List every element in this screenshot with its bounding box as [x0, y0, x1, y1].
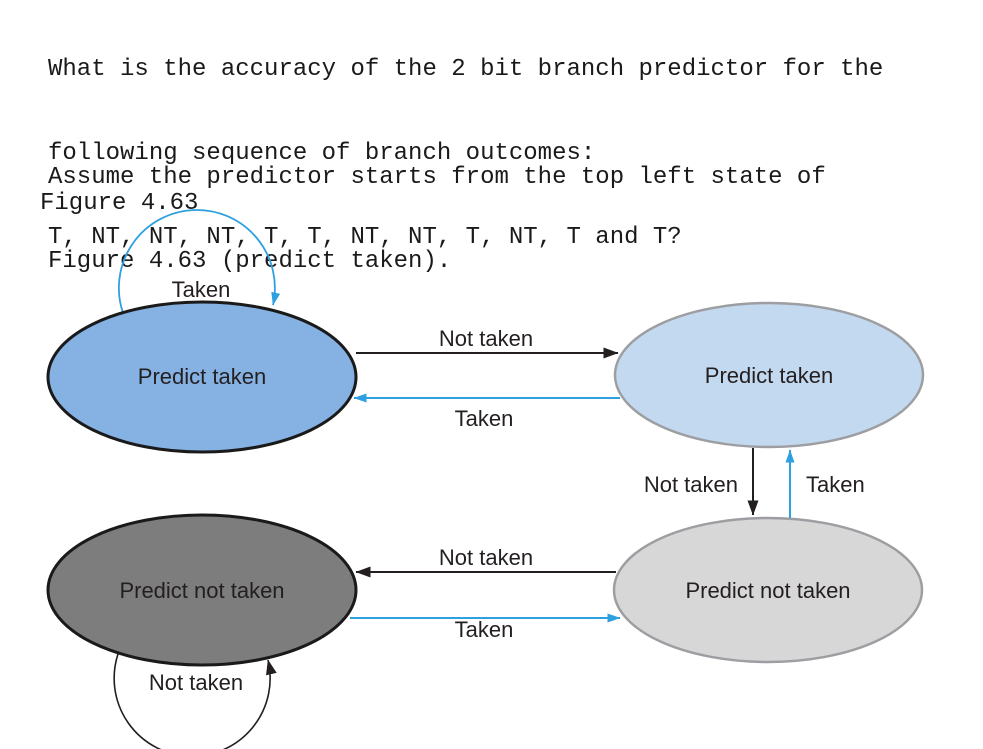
state-label-predict-not-taken-weak: Predict not taken — [685, 578, 850, 603]
transition-label-not-taken-bottom: Not taken — [439, 545, 533, 570]
transition-label-taken-top: Taken — [455, 406, 514, 431]
transition-label-taken-bottom: Taken — [455, 617, 514, 642]
transition-label-taken-right: Taken — [806, 472, 865, 497]
question-line-3: T, NT, NT, NT, T, T, NT, NT, T, NT, T an… — [48, 224, 682, 251]
transition-arrow-taken-self-top — [118, 209, 281, 314]
assumption-line-2: Figure 4.63 (predict taken). — [48, 248, 452, 275]
assumption-paragraph: Assume the predictor starts from the top… — [48, 108, 826, 332]
transition-label-not-taken-top: Not taken — [439, 326, 533, 351]
state-label-predict-taken-strong: Predict taken — [138, 364, 266, 389]
assumption-line-1: Assume the predictor starts from the top… — [48, 164, 826, 191]
question-line-1: What is the accuracy of the 2 bit branch… — [48, 56, 884, 83]
transition-arrow-not-taken-self-bottom — [113, 653, 277, 749]
state-diagram: Predict taken Predict taken Predict not … — [46, 209, 925, 749]
state-predict-taken-weak — [613, 301, 925, 449]
state-predict-not-taken-strong — [46, 513, 358, 667]
state-label-predict-taken-weak: Predict taken — [705, 363, 833, 388]
state-label-predict-not-taken-strong: Predict not taken — [119, 578, 284, 603]
question-paragraph: What is the accuracy of the 2 bit branch… — [48, 0, 883, 308]
transition-label-not-taken-self-bottom: Not taken — [149, 670, 243, 695]
state-predict-taken-strong — [46, 300, 358, 454]
figure-caption: Figure 4.63 — [40, 190, 199, 217]
question-line-2: following sequence of branch outcomes: — [48, 140, 596, 167]
state-predict-not-taken-weak — [612, 516, 924, 664]
transition-label-taken-self-top: Taken — [172, 277, 231, 302]
transition-label-not-taken-right: Not taken — [644, 472, 738, 497]
